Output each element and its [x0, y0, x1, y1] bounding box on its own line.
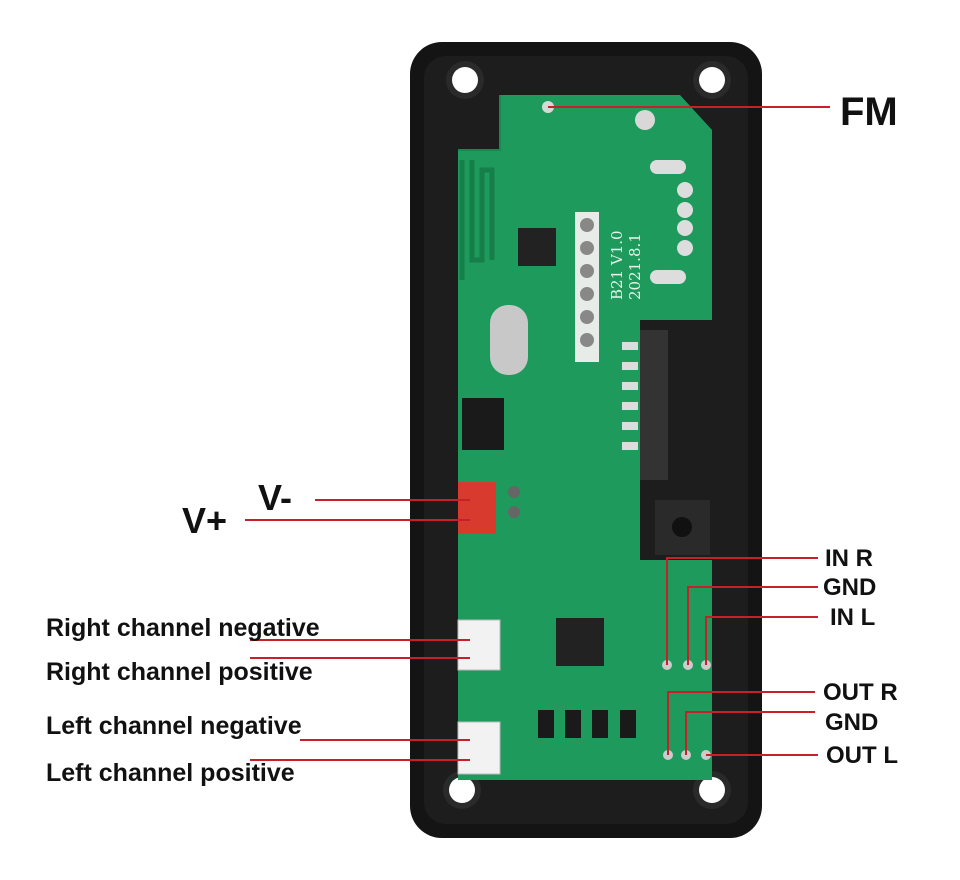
- label-gnd-in: GND: [823, 574, 877, 601]
- sd-slot: [640, 330, 668, 480]
- bt-chip: [518, 228, 556, 266]
- regulator: [462, 398, 504, 450]
- left-speaker-connector: [457, 721, 501, 775]
- pcb: [458, 95, 712, 780]
- power-connector: [458, 482, 496, 534]
- label-fm: FM: [840, 90, 898, 134]
- label-right-positive: Right channel positive: [46, 658, 313, 686]
- label-left-positive: Left channel positive: [46, 759, 295, 787]
- leader-lines: [245, 106, 830, 761]
- crystal: [490, 305, 528, 375]
- label-in-l: IN L: [830, 604, 876, 631]
- label-right-negative: Right channel negative: [46, 614, 320, 642]
- label-in-r: IN R: [825, 545, 873, 572]
- label-v-minus: V-: [258, 477, 293, 518]
- mounting-holes: [443, 61, 731, 809]
- silkscreen-date: 2021.8.1: [626, 233, 644, 300]
- amp-chip: [556, 618, 604, 666]
- silkscreen-model: B21 V1.0: [608, 230, 626, 300]
- label-gnd-out: GND: [825, 709, 879, 736]
- label-left-negative: Left channel negative: [46, 712, 302, 740]
- label-out-r: OUT R: [823, 679, 898, 706]
- right-speaker-connector: [457, 619, 501, 671]
- bt-antenna: [459, 160, 495, 280]
- label-out-l: OUT L: [826, 742, 898, 769]
- label-v-plus: V+: [182, 500, 228, 541]
